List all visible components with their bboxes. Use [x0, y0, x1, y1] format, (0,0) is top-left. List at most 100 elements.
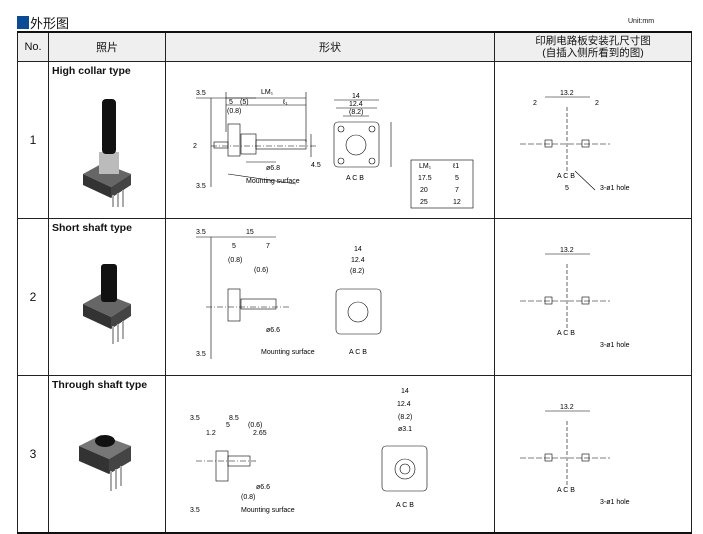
encoder-photo	[83, 99, 131, 214]
pcb-hole-drawing: 13.2 A C B 3-ø1 hole	[520, 247, 630, 349]
pcb-cell: 13.2 2 2 A C B 5 3-ø1 hole	[494, 61, 692, 219]
mounting-surface-label: Mounting surface	[246, 178, 300, 185]
type-title: Short shaft type	[52, 222, 132, 234]
pcb-hole-drawing: 13.2 A C B 3-ø1 hole	[520, 404, 630, 506]
dimension-drawing: 3.5 15 5 7 (0.8) (0.6) ø6.6 Mounting sur…	[196, 229, 382, 359]
pin-labels: A C B	[346, 175, 364, 182]
pcb-pin-labels: A C B	[557, 173, 575, 180]
encoder-photo	[83, 264, 131, 344]
dim-dia: ø6.6	[266, 327, 280, 334]
lm-header: LM₁	[419, 163, 432, 170]
title-marker	[17, 16, 29, 29]
dim-14: 14	[401, 388, 409, 395]
pcb-cell: 13.2 A C B 3-ø1 hole	[494, 375, 692, 534]
side-labels: 3.5 LM₁ 5 (5) ℓ₁ (0.8) 2 ø6.8 4.5 Mounti…	[193, 89, 321, 190]
dim-5: 5	[229, 99, 233, 106]
dim-124: 12.4	[349, 101, 363, 108]
dim-left-bot: 3.5	[196, 183, 206, 190]
mounting-surface-label: Mounting surface	[241, 507, 295, 514]
lm-value: 20	[420, 187, 428, 194]
dim-14: 14	[352, 93, 360, 100]
lm-value: 25	[420, 199, 428, 206]
dim-dia: ø6.6	[256, 484, 270, 491]
dim-15: 15	[246, 229, 254, 236]
dimension-drawing: 3.5 LM₁ 5 (5) ℓ₁ (0.8) 2 ø6.8 4.5 Mounti…	[193, 89, 474, 209]
table-row: 3 Through shaft type 3.5 8	[17, 375, 692, 534]
dimension-drawing: 3.5 8.5 5 (0.6) 1.2 2.65 ø6.6 (0.8) Moun…	[190, 388, 428, 514]
pcb-dim-132: 13.2	[560, 404, 574, 411]
pcb-hole-drawing: 13.2 2 2 A C B 5 3-ø1 hole	[520, 90, 630, 192]
encoder-photo	[79, 435, 131, 491]
dim-08: (0.8)	[228, 257, 242, 264]
header-pcb-line2: (自插入侧所看到的图)	[542, 47, 644, 59]
pcb-dim-132: 13.2	[560, 247, 574, 254]
header-shape: 形状	[165, 31, 495, 62]
table-row: 2 Short shaft type	[17, 218, 692, 376]
high-collar-encoder-image	[83, 99, 131, 214]
dim-265: 2.65	[253, 430, 267, 437]
unit-label: Unit:mm	[628, 18, 655, 25]
dim-124: 12.4	[351, 257, 365, 264]
side-view	[196, 92, 316, 187]
type-title: Through shaft type	[52, 379, 148, 391]
dim-06: (0.6)	[248, 422, 262, 429]
front-view	[333, 99, 392, 168]
dim-left-top: 3.5	[190, 415, 200, 422]
pin-labels: A C B	[349, 349, 367, 356]
pcb-dim-2a: 2	[533, 100, 537, 107]
pcb-hole-label: 3-ø1 hole	[600, 342, 630, 349]
dim-82: (8.2)	[398, 414, 412, 421]
dim-14: 14	[354, 246, 362, 253]
dim-left-top: 3.5	[196, 229, 206, 236]
l1-value: 7	[455, 187, 459, 194]
lm-table: LM₁ ℓ1 17.5 5 20 7 25 12	[410, 159, 474, 209]
mounting-surface-label: Mounting surface	[261, 349, 315, 356]
pin-labels: A C B	[396, 502, 414, 509]
shape-cell: 3.5 LM₁ 5 (5) ℓ₁ (0.8) 2 ø6.8 4.5 Mounti…	[165, 61, 495, 219]
photo-cell: Short shaft type	[48, 218, 166, 376]
header-no: No.	[17, 31, 49, 62]
outline-table: No. 照片 形状 印刷电路板安装孔尺寸图(自插入侧所看到的图) 1 High …	[17, 31, 692, 534]
dim-5: 5	[232, 243, 236, 250]
dim-12: 1.2	[206, 430, 216, 437]
lm-value: 17.5	[418, 175, 432, 182]
header-pcb: 印刷电路板安装孔尺寸图(自插入侧所看到的图)	[494, 31, 692, 62]
dim-06: (0.6)	[254, 267, 268, 274]
section-title-text: 外形图	[30, 16, 70, 31]
pcb-cell: 13.2 A C B 3-ø1 hole	[494, 218, 692, 376]
l1-value: 12	[453, 199, 461, 206]
row-number: 2	[17, 218, 49, 376]
dim-85: 8.5	[229, 415, 239, 422]
dim-31: ø3.1	[398, 426, 412, 433]
pcb-dim-132: 13.2	[560, 90, 574, 97]
pcb-hole-label: 3-ø1 hole	[600, 185, 630, 192]
photo-cell: Through shaft type	[48, 375, 166, 534]
dim-08: (0.8)	[241, 494, 255, 501]
dim-08: (0.8)	[227, 108, 241, 115]
header-row: No. 照片 形状 印刷电路板安装孔尺寸图(自插入侧所看到的图)	[17, 31, 692, 62]
dim-5: 5	[226, 422, 230, 429]
shape-cell: 3.5 15 5 7 (0.8) (0.6) ø6.6 Mounting sur…	[165, 218, 495, 376]
table-row: 1 High collar type	[17, 61, 692, 219]
photo-cell: High collar type	[48, 61, 166, 219]
pcb-dim-5: 5	[565, 185, 569, 192]
dim-82: (8.2)	[349, 109, 363, 116]
pcb-dim-2b: 2	[595, 100, 599, 107]
dim-124: 12.4	[397, 401, 411, 408]
dim-7: 7	[266, 243, 270, 250]
front-labels: 14 12.4 (8.2) A C B	[346, 93, 364, 182]
type-title: High collar type	[52, 65, 131, 77]
pcb-pin-labels: A C B	[557, 330, 575, 337]
dim-5p: (5)	[240, 99, 249, 106]
pcb-hole-label: 3-ø1 hole	[600, 499, 630, 506]
l1-header: ℓ1	[452, 163, 459, 170]
header-pcb-line1: 印刷电路板安装孔尺寸图	[535, 35, 651, 47]
dim-lm: LM₁	[261, 89, 274, 96]
shape-cell: 3.5 8.5 5 (0.6) 1.2 2.65 ø6.6 (0.8) Moun…	[165, 375, 495, 534]
header-photo: 照片	[48, 31, 166, 62]
dim-l1: ℓ₁	[282, 99, 288, 106]
dim-left-top: 3.5	[196, 90, 206, 97]
row-number: 1	[17, 61, 49, 219]
l1-value: 5	[455, 175, 459, 182]
dim-dia: ø6.8	[266, 165, 280, 172]
